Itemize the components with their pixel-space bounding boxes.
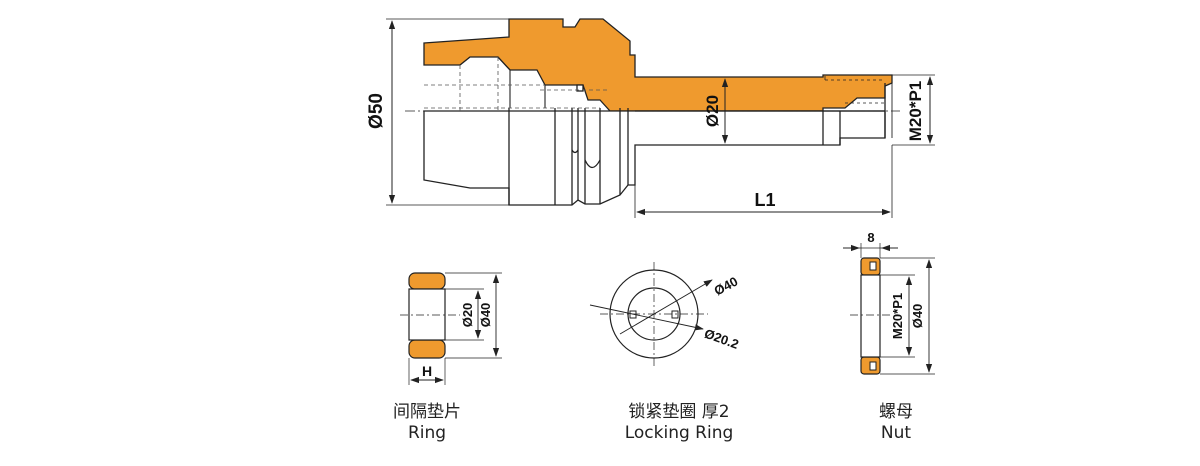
ring-dim-outer-label: Ø40	[478, 303, 493, 328]
dim-length-label: L1	[754, 190, 775, 210]
nut-dim-thread-label: M20*P1	[890, 293, 905, 339]
locking-ring-dim-inner-label: Ø20.2	[702, 326, 740, 352]
nut-caption: 螺母 Nut	[846, 402, 946, 444]
nut-caption-en: Nut	[880, 423, 912, 443]
tool-holder-side-view	[423, 18, 893, 206]
locking-ring-dim-outer-label: Ø40	[712, 274, 741, 299]
ring-bottom-section	[408, 339, 446, 359]
locking-ring-caption-cn: 锁紧垫圈 厚2	[628, 402, 730, 422]
ring-caption: 间隔垫片 Ring	[367, 402, 487, 444]
nut-caption-cn: 螺母	[879, 402, 913, 422]
ring-caption-cn: 间隔垫片	[393, 402, 461, 422]
tool-body-lower-half	[423, 110, 886, 206]
dim-length	[634, 145, 893, 218]
ring-drawing	[400, 272, 502, 385]
dim-thread-label: M20*P1	[906, 81, 925, 141]
dim-diameter-20-label: Ø20	[703, 95, 722, 127]
tool-hidden-lines	[424, 57, 610, 111]
dim-diameter-50-label: Ø50	[366, 93, 387, 129]
ring-top-section	[408, 272, 446, 290]
locking-ring-caption: 锁紧垫圈 厚2 Locking Ring	[584, 402, 774, 444]
ring-dim-width-label: H	[422, 363, 432, 379]
locking-ring-caption-en: Locking Ring	[624, 423, 734, 443]
dim-thread	[892, 74, 935, 146]
tool-section-upper-half	[423, 18, 893, 112]
ring-dim-inner-label: Ø20	[460, 303, 475, 328]
ring-caption-en: Ring	[407, 423, 447, 443]
nut-dim-outer-label: Ø40	[910, 304, 925, 329]
dim-diameter-50	[386, 18, 509, 206]
nut-dim-width-label: 8	[867, 230, 874, 245]
locking-ring-drawing	[589, 262, 713, 366]
nut-drawing	[843, 243, 935, 375]
